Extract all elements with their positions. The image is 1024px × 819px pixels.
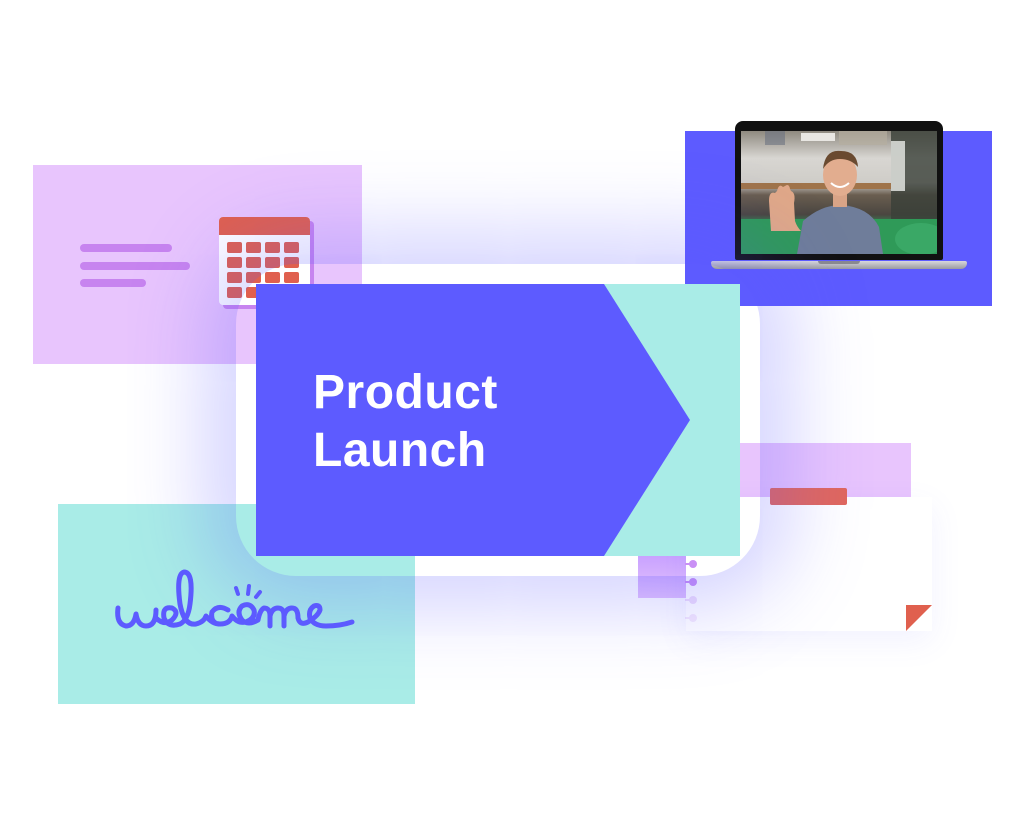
binder-ring	[685, 578, 697, 586]
calendar-cell	[246, 287, 261, 298]
calendar-cell	[246, 242, 261, 253]
calendar-cell	[227, 287, 242, 298]
calendar-cell	[246, 257, 261, 268]
calendar-header	[219, 217, 310, 235]
tape-strip	[770, 488, 847, 505]
calendar-cell	[284, 257, 299, 268]
laptop-base	[711, 261, 967, 269]
binder-ring	[685, 596, 697, 604]
binder-ring	[685, 560, 697, 568]
text-line-2	[80, 262, 190, 270]
hero-title-line1: Product	[313, 366, 498, 419]
calendar-cell	[265, 257, 280, 268]
calendar-cell	[284, 272, 299, 283]
hero-title-line2: Launch	[313, 424, 487, 477]
notebook-tab	[638, 556, 686, 598]
welcome-script: welcome	[115, 569, 355, 629]
calendar-card	[33, 165, 362, 364]
hero-arrow-shape	[256, 284, 690, 556]
calendar-cell	[246, 272, 261, 283]
laptop-notch	[818, 261, 860, 264]
calendar-cell	[265, 272, 280, 283]
calendar-cell	[265, 242, 280, 253]
calendar-cell	[284, 242, 299, 253]
text-line-3	[80, 279, 146, 287]
person-waving-image	[741, 131, 937, 254]
binder-ring	[685, 614, 697, 622]
calendar-cell	[227, 257, 242, 268]
video-call-screen	[741, 131, 937, 254]
text-line-1	[80, 244, 172, 252]
calendar-cell	[227, 272, 242, 283]
calendar-cell	[227, 242, 242, 253]
